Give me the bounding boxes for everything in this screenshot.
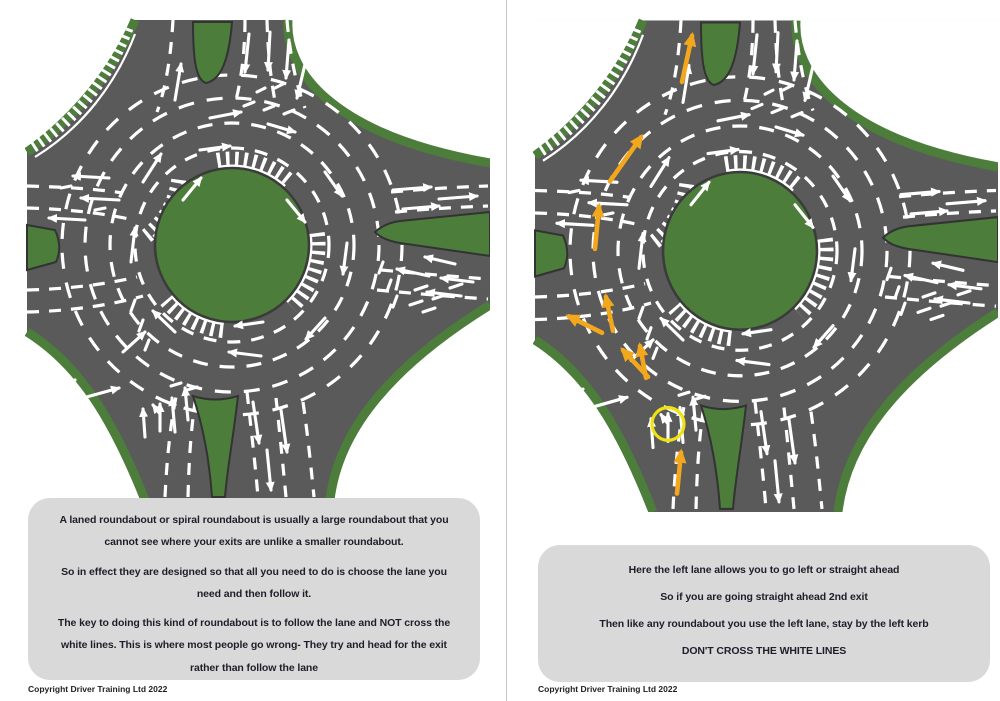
caption-line: Then like any roundabout you use the lef… <box>599 618 929 630</box>
caption-paragraph: So in effect they are designed so that a… <box>61 565 447 600</box>
caption-paragraph: The key to doing this kind of roundabout… <box>57 617 451 674</box>
caption-line: Here the left lane allows you to go left… <box>628 564 900 576</box>
right-caption-box: Here the left lane allows you to go left… <box>538 545 990 682</box>
copyright-left: Copyright Driver Training Ltd 2022 <box>28 684 168 694</box>
panel-divider <box>506 0 507 701</box>
caption-paragraph: A laned roundabout or spiral roundabout … <box>59 514 449 549</box>
roundabout-diagram-with-route <box>533 0 998 512</box>
left-caption-box: A laned roundabout or spiral roundabout … <box>28 498 480 680</box>
caption-line: So if you are going straight ahead 2nd e… <box>660 591 868 603</box>
route-arrows <box>565 31 697 496</box>
copyright-right: Copyright Driver Training Ltd 2022 <box>538 684 678 694</box>
highlight-circle <box>650 405 686 442</box>
caption-line: DON'T CROSS THE WHITE LINES <box>681 645 847 657</box>
roundabout-diagram-plain <box>25 0 490 500</box>
